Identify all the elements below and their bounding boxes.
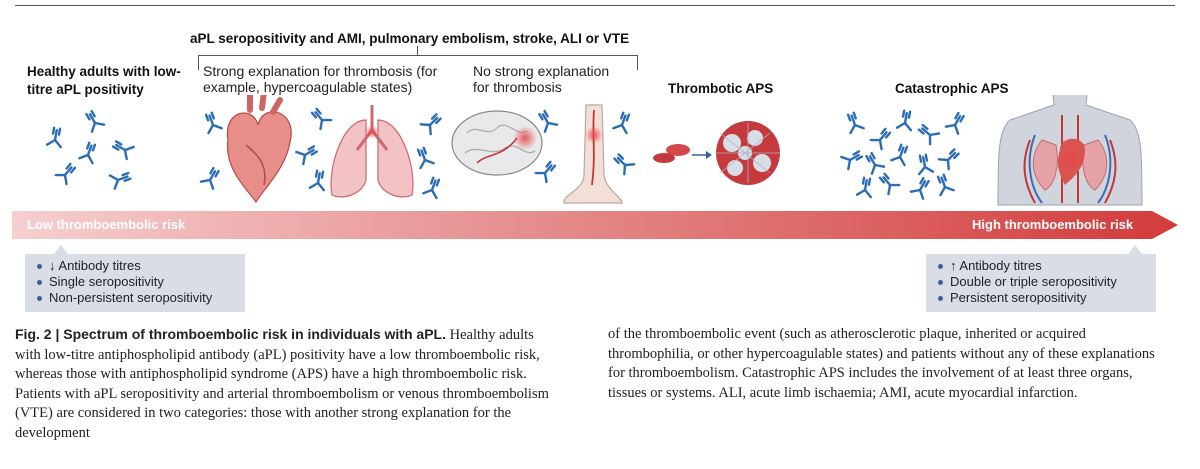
figure-label: Fig. 2 | Spectrum of thromboembolic risk… bbox=[15, 326, 446, 342]
figure-caption-col2: of the thromboembolic event (such as ath… bbox=[608, 325, 1168, 403]
stage-thrombotic-aps-label: Thrombotic APS bbox=[668, 81, 774, 96]
low-risk-features-box: ↓ Antibody titres Single seropositivity … bbox=[25, 254, 245, 312]
antibody-icon bbox=[840, 108, 969, 200]
heart-icon bbox=[226, 95, 292, 204]
group-bracket-stem bbox=[417, 46, 418, 56]
lungs-icon bbox=[330, 105, 414, 198]
high-risk-feature: ↑ Antibody titres bbox=[938, 258, 1146, 274]
low-risk-feature: Single seropositivity bbox=[37, 274, 235, 290]
high-risk-feature: Persistent seropositivity bbox=[938, 290, 1146, 306]
low-risk-label: Low thromboembolic risk bbox=[27, 217, 186, 232]
low-risk-feature: ↓ Antibody titres bbox=[37, 258, 235, 274]
leg-icon bbox=[563, 104, 623, 204]
high-risk-features-box: ↑ Antibody titres Double or triple serop… bbox=[926, 254, 1156, 312]
figure-caption-col1: Fig. 2 | Spectrum of thromboembolic risk… bbox=[15, 325, 555, 443]
caption-text-2: of the thromboembolic event (such as ath… bbox=[608, 326, 1155, 401]
human-body-icon bbox=[997, 95, 1143, 206]
caption-text-1: Healthy adults with low-titre antiphosph… bbox=[15, 327, 549, 441]
stage-healthy-label: Healthy adults with low-titre aPL positi… bbox=[27, 64, 181, 97]
high-risk-label: High thromboembolic risk bbox=[972, 217, 1134, 232]
stage-strong-explanation-label: Strong explanation for thrombosis (for e… bbox=[203, 63, 438, 95]
brain-icon bbox=[451, 110, 543, 176]
low-box-pointer bbox=[54, 245, 68, 254]
group-bracket bbox=[198, 55, 638, 70]
illustration-strip bbox=[45, 95, 1143, 206]
low-risk-feature: Non-persistent seropositivity bbox=[37, 290, 235, 306]
stage-no-strong-explanation-label: No strong explanation for thrombosis bbox=[473, 63, 610, 95]
high-risk-feature: Double or triple seropositivity bbox=[938, 274, 1146, 290]
ami-group-title: aPL seropositivity and AMI, pulmonary em… bbox=[190, 31, 630, 46]
top-rule bbox=[15, 5, 1175, 6]
antibody-icon bbox=[45, 107, 135, 190]
high-box-pointer bbox=[1128, 245, 1142, 254]
risk-gradient-bar bbox=[12, 211, 1178, 239]
stage-catastrophic-aps-label: Catastrophic APS bbox=[895, 81, 1009, 96]
blood-clot-icon bbox=[653, 121, 780, 185]
